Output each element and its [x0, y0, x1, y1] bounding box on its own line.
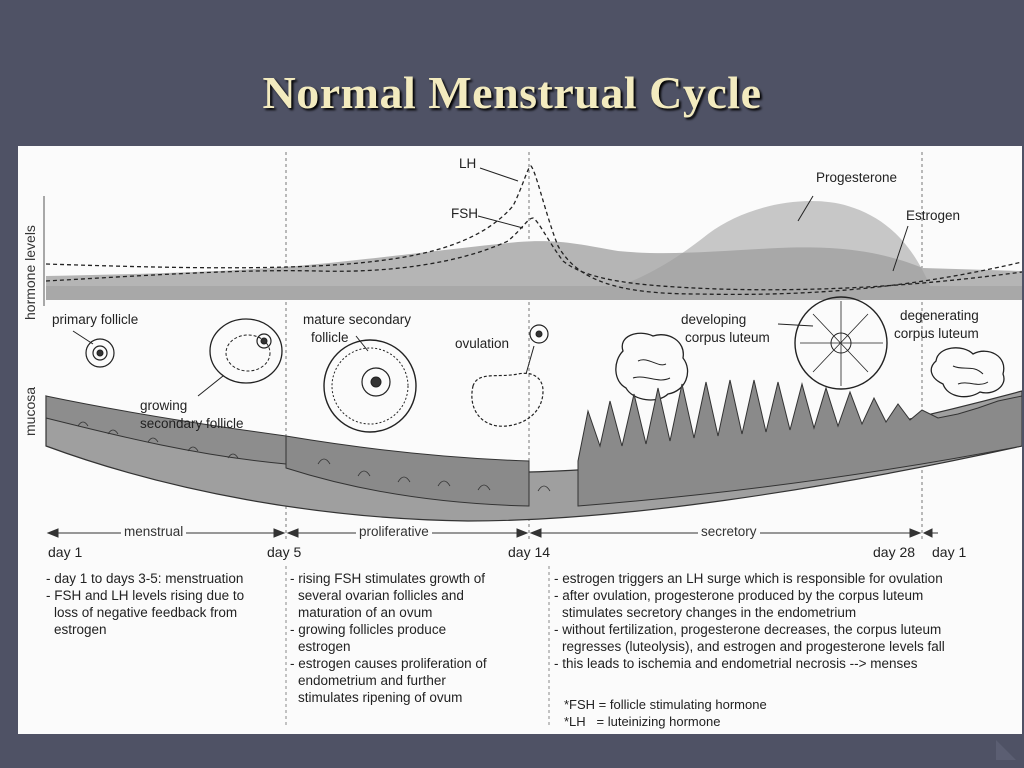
- notes-secretory: - estrogen triggers an LH surge which is…: [554, 570, 945, 672]
- mature-follicle-label-1: mature secondary: [303, 312, 412, 327]
- note-line: - estrogen causes proliferation of: [290, 656, 487, 671]
- note-line: - without fertilization, progesterone de…: [554, 622, 942, 637]
- day5-label: day 5: [267, 544, 302, 560]
- note-line: - after ovulation, progesterone produced…: [554, 588, 924, 603]
- degenerating-corpus-luteum-label-1: degenerating: [900, 308, 979, 323]
- growing-follicle-label-2: secondary follicle: [140, 416, 244, 431]
- mature-follicle-drawing: [323, 335, 417, 433]
- note-line: - rising FSH stimulates growth of: [290, 571, 486, 586]
- fsh-label: FSH: [451, 206, 478, 221]
- note-line: estrogen: [298, 639, 351, 654]
- developing-corpus-luteum-label-2: corpus luteum: [685, 330, 770, 345]
- growing-follicle-drawing: [197, 318, 283, 397]
- progesterone-area: [558, 201, 958, 298]
- degenerating-corpus-luteum-drawing: [930, 347, 1005, 398]
- slide-title: Normal Menstrual Cycle: [262, 67, 762, 118]
- note-line: several ovarian follicles and: [298, 588, 464, 603]
- note-line: - growing follicles produce: [290, 622, 447, 637]
- hormone-levels-axis-label: hormone levels: [22, 225, 38, 320]
- lh-curve: [45, 165, 1022, 296]
- day1-label: day 1: [48, 544, 83, 560]
- menstrual-cycle-diagram: hormone levels mucosa LH FSH Progesteron…: [18, 146, 1022, 734]
- note-line: - estrogen triggers an LH surge which is…: [554, 571, 943, 586]
- primary-follicle-drawing: [72, 330, 115, 368]
- degenerating-corpus-luteum-label-2: corpus luteum: [894, 326, 979, 341]
- note-line: - day 1 to days 3-5: menstruation: [46, 571, 244, 586]
- primary-follicle-label: primary follicle: [52, 312, 139, 327]
- note-line: - this leads to ischemia and endometrial…: [554, 656, 918, 671]
- ovulation-label: ovulation: [455, 336, 510, 351]
- lh-label: LH: [459, 156, 477, 171]
- notes-menstrual: - day 1 to days 3-5: menstruation - FSH …: [46, 570, 244, 638]
- note-line: regresses (luteolysis), and estrogen and…: [562, 639, 945, 654]
- note-line: loss of negative feedback from: [54, 605, 238, 620]
- diagram-graphics: [43, 152, 1022, 726]
- mucosa-texture: [77, 421, 551, 492]
- developing-corpus-luteum-drawing: [615, 332, 689, 401]
- note-line: stimulates secretory changes in the endo…: [562, 605, 857, 620]
- note-line: stimulates ripening of ovum: [298, 690, 463, 705]
- day1-next-label: day 1: [932, 544, 967, 560]
- secretory-glands: [577, 379, 1022, 507]
- note-line: endometrium and further: [298, 673, 446, 688]
- menstrual-phase-label: menstrual: [121, 524, 187, 539]
- mature-follicle-label-2: follicle: [311, 330, 349, 345]
- abbreviations: *FSH = follicle stimulating hormone *LH …: [564, 696, 767, 730]
- day28-label: day 28: [873, 544, 916, 560]
- note-line: maturation of an ovum: [298, 605, 433, 620]
- abbr-fsh: *FSH = follicle stimulating hormone: [564, 697, 767, 712]
- day14-label: day 14: [508, 544, 551, 560]
- ovulation-drawing: [471, 324, 549, 427]
- corpus-luteum-drawing: [777, 296, 888, 390]
- note-line: estrogen: [54, 622, 107, 637]
- endometrium-proliferative: [285, 435, 530, 507]
- growing-follicle-label-1: growing: [140, 398, 188, 413]
- mucosa-axis-label: mucosa: [22, 386, 38, 436]
- note-line: - FSH and LH levels rising due to: [46, 588, 245, 603]
- estrogen-label: Estrogen: [906, 208, 961, 223]
- abbr-lh: *LH = luteinizing hormone: [564, 714, 721, 729]
- fsh-curve: [45, 217, 1022, 291]
- proliferative-phase-label: proliferative: [356, 524, 432, 539]
- hormone-baseline: [46, 286, 1022, 300]
- slide-corner-decoration: [996, 740, 1016, 760]
- developing-corpus-luteum-label-1: developing: [681, 312, 747, 327]
- notes-proliferative: - rising FSH stimulates growth of severa…: [290, 570, 487, 706]
- secretory-phase-label: secretory: [698, 524, 760, 539]
- progesterone-label: Progesterone: [816, 170, 898, 185]
